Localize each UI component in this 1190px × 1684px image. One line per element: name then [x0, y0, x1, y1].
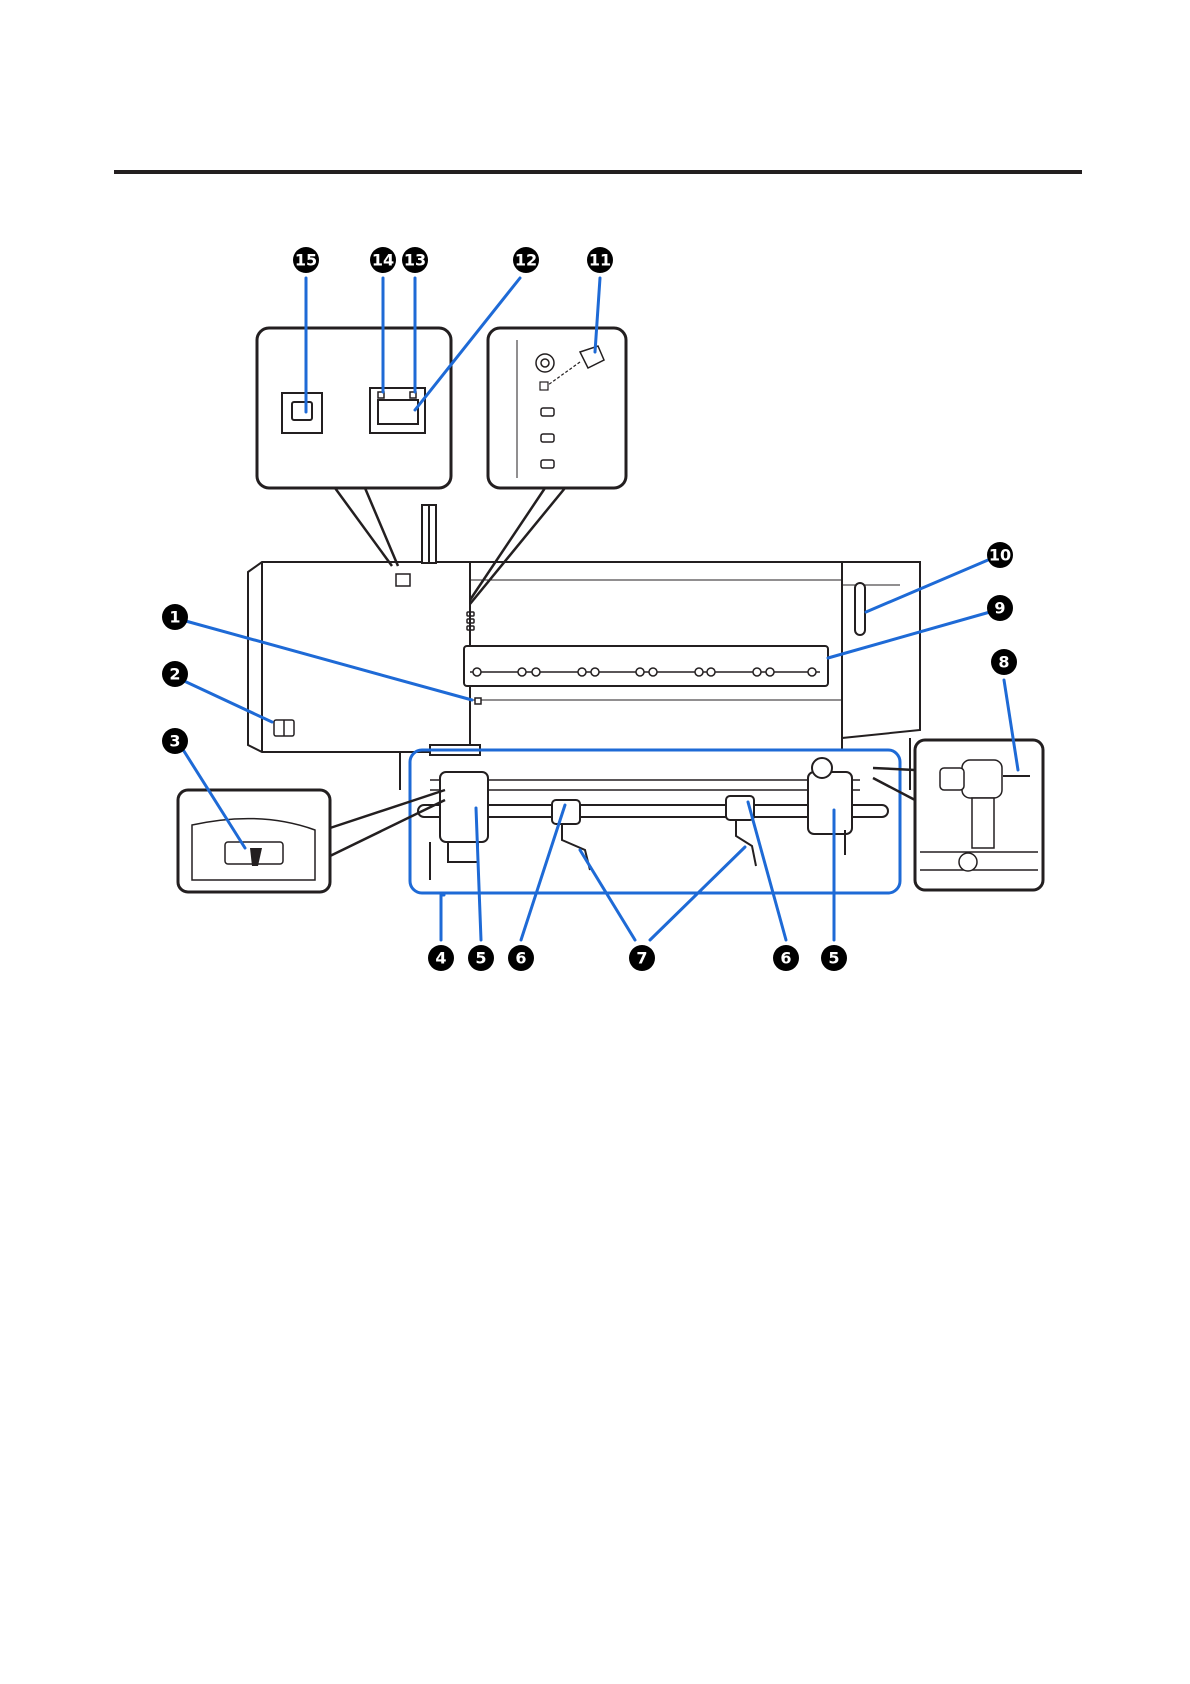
callout-c6b: 6 — [773, 945, 799, 971]
callout-number: 4 — [435, 949, 446, 968]
rear-connector-panel — [396, 574, 410, 586]
callout-number: 14 — [372, 251, 394, 270]
callout-number: 2 — [169, 665, 180, 684]
media-loading-unit — [418, 758, 888, 880]
callout-c2: 2 — [162, 661, 188, 687]
paper-feed-slot — [464, 646, 828, 686]
callout-c13: 13 — [402, 247, 428, 273]
callout-number: 10 — [989, 546, 1011, 565]
callout-number: 6 — [780, 949, 791, 968]
callout-c11: 11 — [587, 247, 613, 273]
callout-c5b: 5 — [821, 945, 847, 971]
callout-number: 5 — [828, 949, 839, 968]
callout-number: 1 — [169, 608, 180, 627]
leader-line-c6a — [521, 805, 565, 940]
callout-number: 9 — [994, 599, 1005, 618]
callout-number: 3 — [169, 732, 180, 751]
callout-c4: 4 — [428, 945, 454, 971]
callout-c6a: 6 — [508, 945, 534, 971]
callout-number: 12 — [515, 251, 537, 270]
callout-c1: 1 — [162, 604, 188, 630]
callout-number: 5 — [475, 949, 486, 968]
callout-c9: 9 — [987, 595, 1013, 621]
callout-c3: 3 — [162, 728, 188, 754]
power-switch — [274, 720, 294, 736]
callout-number: 11 — [589, 251, 611, 270]
callout-c5a: 5 — [468, 945, 494, 971]
callout-c10: 10 — [987, 542, 1013, 568]
small-connector — [475, 698, 481, 704]
lan-port-icon — [370, 388, 425, 433]
callout-number: 6 — [515, 949, 526, 968]
callout-c15: 15 — [293, 247, 319, 273]
roll-holder-handle — [855, 583, 865, 635]
callout-c12: 12 — [513, 247, 539, 273]
callout-c14: 14 — [370, 247, 396, 273]
callout-number: 8 — [998, 653, 1009, 672]
leader-line-c7 — [580, 850, 635, 940]
leader-line-c6b — [748, 802, 786, 940]
callout-c8: 8 — [991, 649, 1017, 675]
callout-number: 7 — [636, 949, 647, 968]
usb-port-icon — [282, 393, 322, 433]
callout-number: 15 — [295, 251, 317, 270]
callout-number: 13 — [404, 251, 426, 270]
callout-c7: 7 — [629, 945, 655, 971]
